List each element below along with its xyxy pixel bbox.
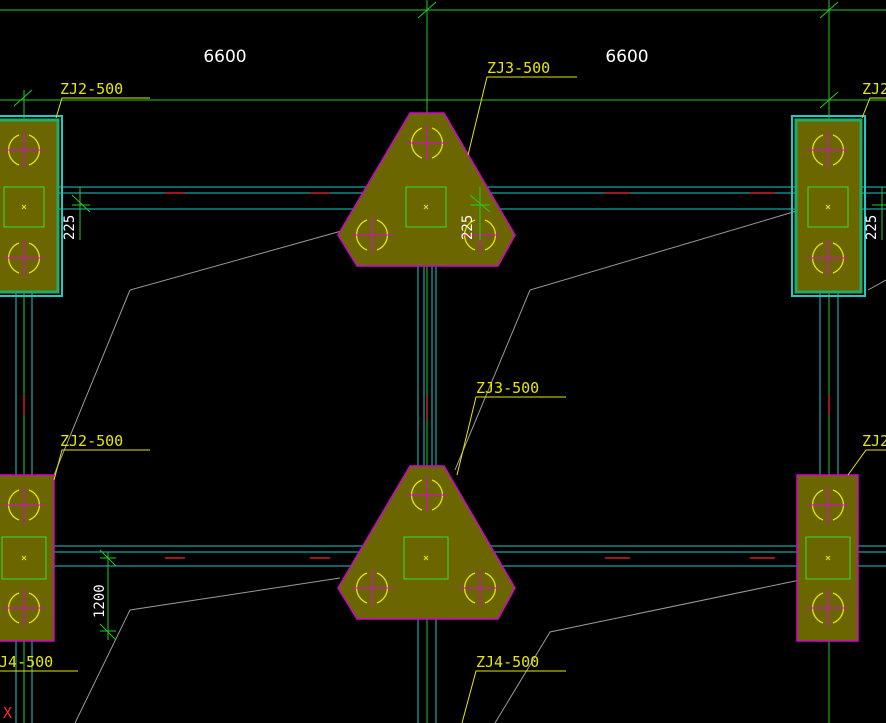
- column-box: [403, 536, 449, 580]
- tag-leaders: [0, 76, 886, 723]
- tag-mid-left[interactable]: ZJ2-500: [60, 432, 123, 450]
- pile-marker: [407, 125, 447, 161]
- offset-dimension-left: 225: [62, 215, 78, 240]
- tag-bottom-center[interactable]: ZJ4-500: [476, 653, 539, 671]
- column-box: [1, 536, 47, 580]
- pile-marker: [4, 590, 44, 626]
- span-dimension-right: 6600: [605, 47, 648, 67]
- tag-mid-right[interactable]: ZJ2: [862, 432, 886, 450]
- pile-marker: [352, 570, 392, 606]
- column-box: [805, 536, 851, 580]
- pile-marker: [407, 477, 447, 513]
- vertical-dimension: 1200: [92, 584, 108, 618]
- pile-cap-mid-center[interactable]: [337, 465, 516, 620]
- tag-top-center[interactable]: ZJ3-500: [487, 59, 550, 77]
- guide-lines: [51, 209, 886, 723]
- axis-marker-x: X: [3, 704, 12, 722]
- tag-mid-center[interactable]: ZJ3-500: [476, 379, 539, 397]
- pile-markers: [4, 125, 848, 626]
- pile-marker: [808, 132, 848, 168]
- pile-marker: [808, 590, 848, 626]
- pile-marker: [808, 487, 848, 523]
- pile-cap-top-left[interactable]: [0, 115, 63, 297]
- tag-top-left[interactable]: ZJ2-500: [60, 80, 123, 98]
- column-box: [3, 186, 45, 228]
- column-box: [405, 186, 447, 228]
- pile-marker: [808, 240, 848, 276]
- pile-marker: [352, 217, 392, 253]
- pile-cap-top-center[interactable]: [337, 112, 516, 267]
- pile-marker: [4, 240, 44, 276]
- pile-marker: [4, 132, 44, 168]
- pile-marker: [460, 570, 500, 606]
- pile-cap-mid-left[interactable]: [0, 474, 55, 642]
- tag-bottom-left[interactable]: J4-500: [0, 653, 53, 671]
- span-dimension-left: 6600: [203, 47, 246, 67]
- offset-dimension-right: 225: [864, 215, 880, 240]
- tag-top-right[interactable]: ZJ2: [862, 80, 886, 98]
- beam-centerline-marks: [23, 192, 830, 559]
- pile-marker: [4, 487, 44, 523]
- offset-dimension-marks: [71, 187, 886, 641]
- offset-dimension-center: 225: [460, 215, 476, 240]
- column-center-marks: [21, 204, 831, 561]
- column-box: [807, 186, 849, 228]
